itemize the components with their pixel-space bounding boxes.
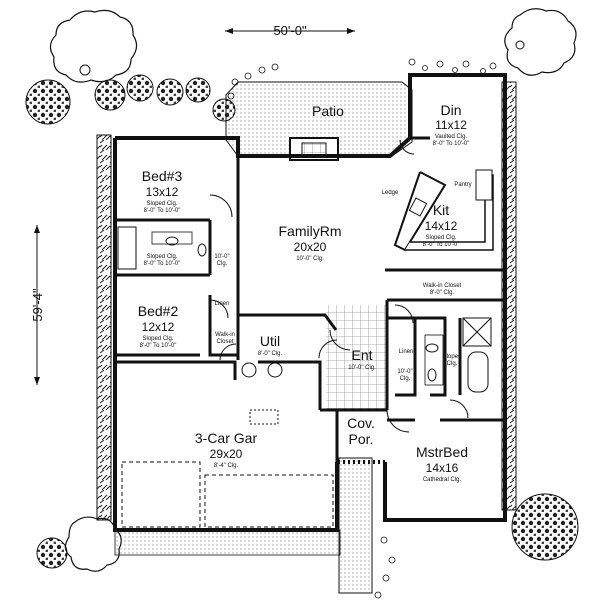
walkin-master-line2: 8'-0" Clg. xyxy=(430,290,455,296)
walkin-bed2-line2: Closet xyxy=(216,339,233,345)
master-hall-note1: 10'-0" xyxy=(397,369,412,375)
depth-dimension-label: 59'-4" xyxy=(30,288,45,322)
dining-size: 11x12 xyxy=(435,118,467,132)
landscaping xyxy=(25,8,579,599)
tree-outline-topleft xyxy=(49,9,138,83)
family-room: FamilyRm 20x20 10'-0" Clg. xyxy=(279,223,342,262)
walkin-closet-master: Walk-in Closet 8'-0" Clg. xyxy=(423,283,462,296)
family-note1: 10'-0" Clg. xyxy=(296,256,324,262)
walkin-closet-bed2: Walk-in Closet xyxy=(215,332,235,345)
dining-note2: 8'-0" To 10'-0" xyxy=(433,141,470,147)
hall-note2: Clg. xyxy=(217,261,228,267)
dining-room: Din 11x12 Vaulted Clg. 8'-0" To 10'-0" xyxy=(433,102,470,147)
master-hall: 10'-0" Clg. xyxy=(397,369,412,382)
garage-name: 3-Car Gar xyxy=(195,430,258,446)
dining-name: Din xyxy=(440,102,461,118)
width-dimension: 50'-0" xyxy=(225,23,355,38)
porch-line1: Cov. xyxy=(347,415,375,431)
driveway-apron xyxy=(114,529,341,556)
garage-note1: 8'-4" Clg. xyxy=(214,463,239,469)
linen-hall-label: Linen xyxy=(215,301,230,307)
entry-name: Ent xyxy=(351,347,372,363)
walkway xyxy=(338,457,373,594)
master-hall-note2: Clg. xyxy=(400,376,411,382)
bath-2: Sloped Clg. 8'-0" To 10'-0" xyxy=(144,254,181,267)
master-bath-note1: Sloped xyxy=(443,354,462,360)
utility-room: Util 8'-0" Clg. xyxy=(258,333,283,357)
family-size: 20x20 xyxy=(294,240,327,254)
shrub-topleft xyxy=(25,79,71,125)
kitchen-note2: 8'-0" To 10'-0" xyxy=(423,242,460,248)
porch-floor xyxy=(339,410,387,458)
master-bedroom: MstrBed 14x16 Cathedral Clg. xyxy=(416,444,468,483)
bath2-note1: Sloped Clg. xyxy=(146,254,177,260)
master-note1: Cathedral Clg. xyxy=(423,477,462,483)
door-swings xyxy=(209,139,469,433)
garage-doors xyxy=(121,461,334,528)
bed3-note1: Sloped Clg. xyxy=(146,201,177,207)
exterior-walls xyxy=(113,73,507,532)
garage: 3-Car Gar 29x20 8'-4" Clg. xyxy=(195,430,258,469)
linen-master-label: Linen xyxy=(399,349,414,355)
bath2-note2: 8'-0" To 10'-0" xyxy=(144,261,181,267)
entry: Ent 10'-0" Clg. xyxy=(348,347,376,371)
tree-outline-topright xyxy=(504,8,577,76)
pantry xyxy=(475,169,493,201)
dining-note1: Vaulted Clg. xyxy=(435,134,468,140)
walkin-bed2-line1: Walk-in xyxy=(215,332,235,338)
walkin-master-line1: Walk-in Closet xyxy=(423,283,462,289)
ledge-label: Ledge xyxy=(382,190,399,196)
bedroom-2: Bed#2 12x12 Sloped Clg. 8'-0" To 10'-0" xyxy=(138,303,179,349)
master-bath: Sloped Clg. xyxy=(443,354,462,367)
bed3-name: Bed#3 xyxy=(142,168,183,184)
garage-attic-access xyxy=(249,409,279,425)
utility-name: Util xyxy=(260,333,280,349)
width-dimension-label: 50'-0" xyxy=(273,23,307,38)
kitchen-size: 14x12 xyxy=(425,219,458,233)
bath-fixtures xyxy=(117,226,492,393)
bed2-name: Bed#2 xyxy=(138,303,179,319)
planter-left xyxy=(96,134,112,521)
utility-note1: 8'-0" Clg. xyxy=(258,351,283,357)
entry-floor xyxy=(326,305,388,410)
bed2-note2: 8'-0" To 10'-0" xyxy=(140,343,177,349)
pantry-label: Pantry xyxy=(454,182,471,188)
kitchen-name: Kit xyxy=(433,202,449,218)
bed2-note1: Sloped Clg. xyxy=(142,336,173,342)
shrub-bottomleft xyxy=(36,537,68,569)
interior-walls xyxy=(115,136,505,462)
master-name: MstrBed xyxy=(416,444,468,460)
garage-size: 29x20 xyxy=(210,447,243,461)
entry-note1: 10'-0" Clg. xyxy=(348,365,376,371)
family-name: FamilyRm xyxy=(279,223,342,239)
master-bath-note2: Clg. xyxy=(447,361,458,367)
porch-line2: Por. xyxy=(349,431,374,447)
bed3-note2: 8'-0" To 10'-0" xyxy=(144,208,181,214)
shrub-bottomright xyxy=(511,493,579,561)
depth-dimension: 59'-4" xyxy=(30,225,45,385)
tree-outline-bottomleft xyxy=(64,516,122,572)
covered-porch: Cov. Por. xyxy=(347,415,375,447)
bed3-size: 13x12 xyxy=(146,185,179,199)
hall-note1: 10'-0" xyxy=(214,254,229,260)
kitchen: Kit 14x12 Sloped Clg. 8'-0" To 10'-0" Le… xyxy=(382,182,472,248)
hall: 10'-0" Clg. xyxy=(214,254,229,267)
master-size: 14x16 xyxy=(426,461,459,475)
bed2-size: 12x12 xyxy=(142,320,175,334)
patio-label: Patio xyxy=(312,103,344,119)
bedroom-3: Bed#3 13x12 Sloped Clg. 8'-0" To 10'-0" xyxy=(142,168,183,214)
kitchen-counters xyxy=(393,169,494,252)
kitchen-note1: Sloped Clg. xyxy=(425,235,456,241)
